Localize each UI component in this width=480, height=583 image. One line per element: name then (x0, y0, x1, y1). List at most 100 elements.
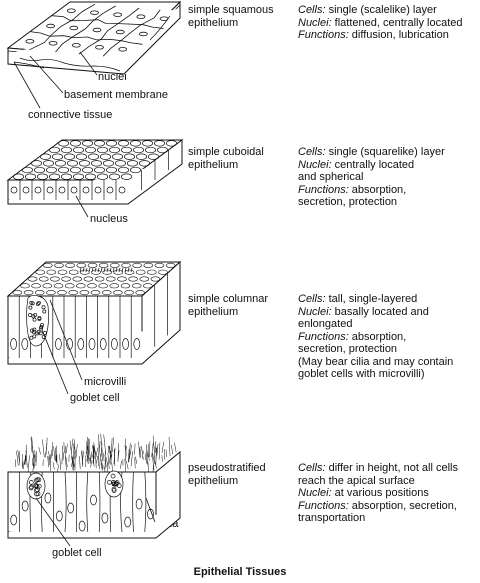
term-label: Functions: (298, 29, 349, 41)
nucleus-mark (11, 515, 17, 525)
nucleus-mark (111, 339, 117, 350)
microvillus (119, 268, 120, 272)
cilium (89, 446, 91, 462)
mucus-granule (42, 306, 45, 309)
cell-apex (69, 270, 78, 274)
tissue-name-squamous: simple squamous epithelium (188, 4, 274, 29)
cilium (93, 446, 94, 459)
pseudostratified-epithelium-drawing (8, 434, 180, 546)
cilium (48, 456, 49, 467)
microvillus (113, 268, 114, 272)
cilium (112, 437, 113, 452)
mucus-granule (107, 480, 111, 484)
cell-boundary (79, 8, 139, 54)
cell-apex (64, 154, 74, 160)
tissue-description-pseudostratified: Cells: differ in height, not all cells r… (298, 462, 458, 525)
mucus-granule (36, 478, 40, 482)
cilium (101, 463, 102, 470)
term-label: Cells: (298, 293, 326, 305)
cilium (74, 446, 76, 452)
cilium (126, 461, 128, 469)
cell-wall (99, 472, 100, 532)
cell-apex (148, 154, 158, 160)
nucleus-mark (72, 44, 80, 48)
nucleus-mark (11, 339, 17, 350)
label-connective-tissue: connective tissue (28, 109, 113, 121)
nucleus-mark (95, 187, 101, 193)
cell-apex (130, 141, 140, 147)
cilium (33, 451, 35, 467)
tissue-name-cuboidal: simple cuboidal epithelium (188, 146, 264, 171)
nucleus-mark (160, 17, 168, 21)
cell-apex (73, 277, 82, 281)
mucus-granule (35, 492, 39, 496)
nucleus-mark (71, 187, 77, 193)
cell-apex (84, 277, 93, 281)
nucleus-mark (35, 187, 41, 193)
cell-apex (140, 277, 149, 281)
cilium (95, 451, 96, 469)
nucleus-mark (45, 493, 51, 503)
cell-apex (49, 174, 59, 180)
cilium (169, 437, 170, 456)
cell-apex (73, 174, 83, 180)
nucleus-mark (49, 42, 57, 46)
cilium (162, 442, 164, 453)
tissue-description-cuboidal: Cells: single (squarelike) layer Nuclei:… (298, 146, 445, 209)
cell-apex (136, 290, 145, 294)
cell-apex (118, 167, 128, 173)
microvillus (95, 268, 96, 272)
description-text: reach the apical surface (298, 474, 415, 487)
cell-boundary (56, 6, 116, 52)
cell-apex (58, 167, 68, 173)
cell-apex (22, 167, 32, 173)
cilium (24, 454, 26, 465)
cilium (55, 455, 57, 462)
cell-apex (136, 154, 146, 160)
nucleus-mark (107, 187, 113, 193)
term-label: Functions: (298, 330, 349, 343)
nucleus-mark (91, 495, 97, 505)
cell-apex (35, 290, 44, 294)
cilium (51, 450, 52, 459)
tissue-name-pseudostratified: pseudostratified epithelium (188, 462, 266, 487)
description-text: centrally located (331, 158, 415, 171)
cilium (28, 455, 30, 471)
nucleus-mark (139, 32, 147, 36)
cilium (112, 464, 113, 472)
description-text: single (scalelike) layer (325, 4, 437, 16)
microvillus (101, 268, 102, 272)
cell-apex (102, 290, 111, 294)
cell-apex (36, 270, 45, 274)
cilium (88, 439, 90, 459)
cilium (125, 459, 126, 472)
description-text: single (squarelike) layer (325, 146, 445, 158)
cell-apex (91, 290, 100, 294)
cell-apex (79, 161, 89, 167)
cell-apex (109, 174, 119, 180)
cell-apex (124, 154, 134, 160)
nucleus-mark (47, 187, 53, 193)
cilium (104, 434, 106, 454)
cell-apex (73, 147, 83, 153)
description-text: tall, single-layered (325, 293, 418, 305)
label-microvilli: microvilli (84, 376, 127, 388)
cell-apex (142, 141, 152, 147)
microvillus (92, 268, 93, 272)
cilium (66, 444, 67, 453)
cell-apex (103, 161, 113, 167)
cilium (46, 438, 47, 455)
nucleus-mark (22, 339, 28, 350)
cell-wall (87, 472, 88, 532)
cilium (18, 450, 20, 463)
cilium (71, 457, 73, 467)
description-text: basally located and (331, 305, 429, 318)
description-text: differ in height, not all cells (325, 462, 458, 474)
microvillus (98, 268, 99, 272)
nucleus-mark (56, 511, 62, 521)
microvillus (116, 268, 117, 272)
cilium (153, 453, 154, 460)
cilium (76, 444, 77, 458)
nucleus-mark (22, 501, 28, 511)
nucleus-mark (100, 339, 106, 350)
